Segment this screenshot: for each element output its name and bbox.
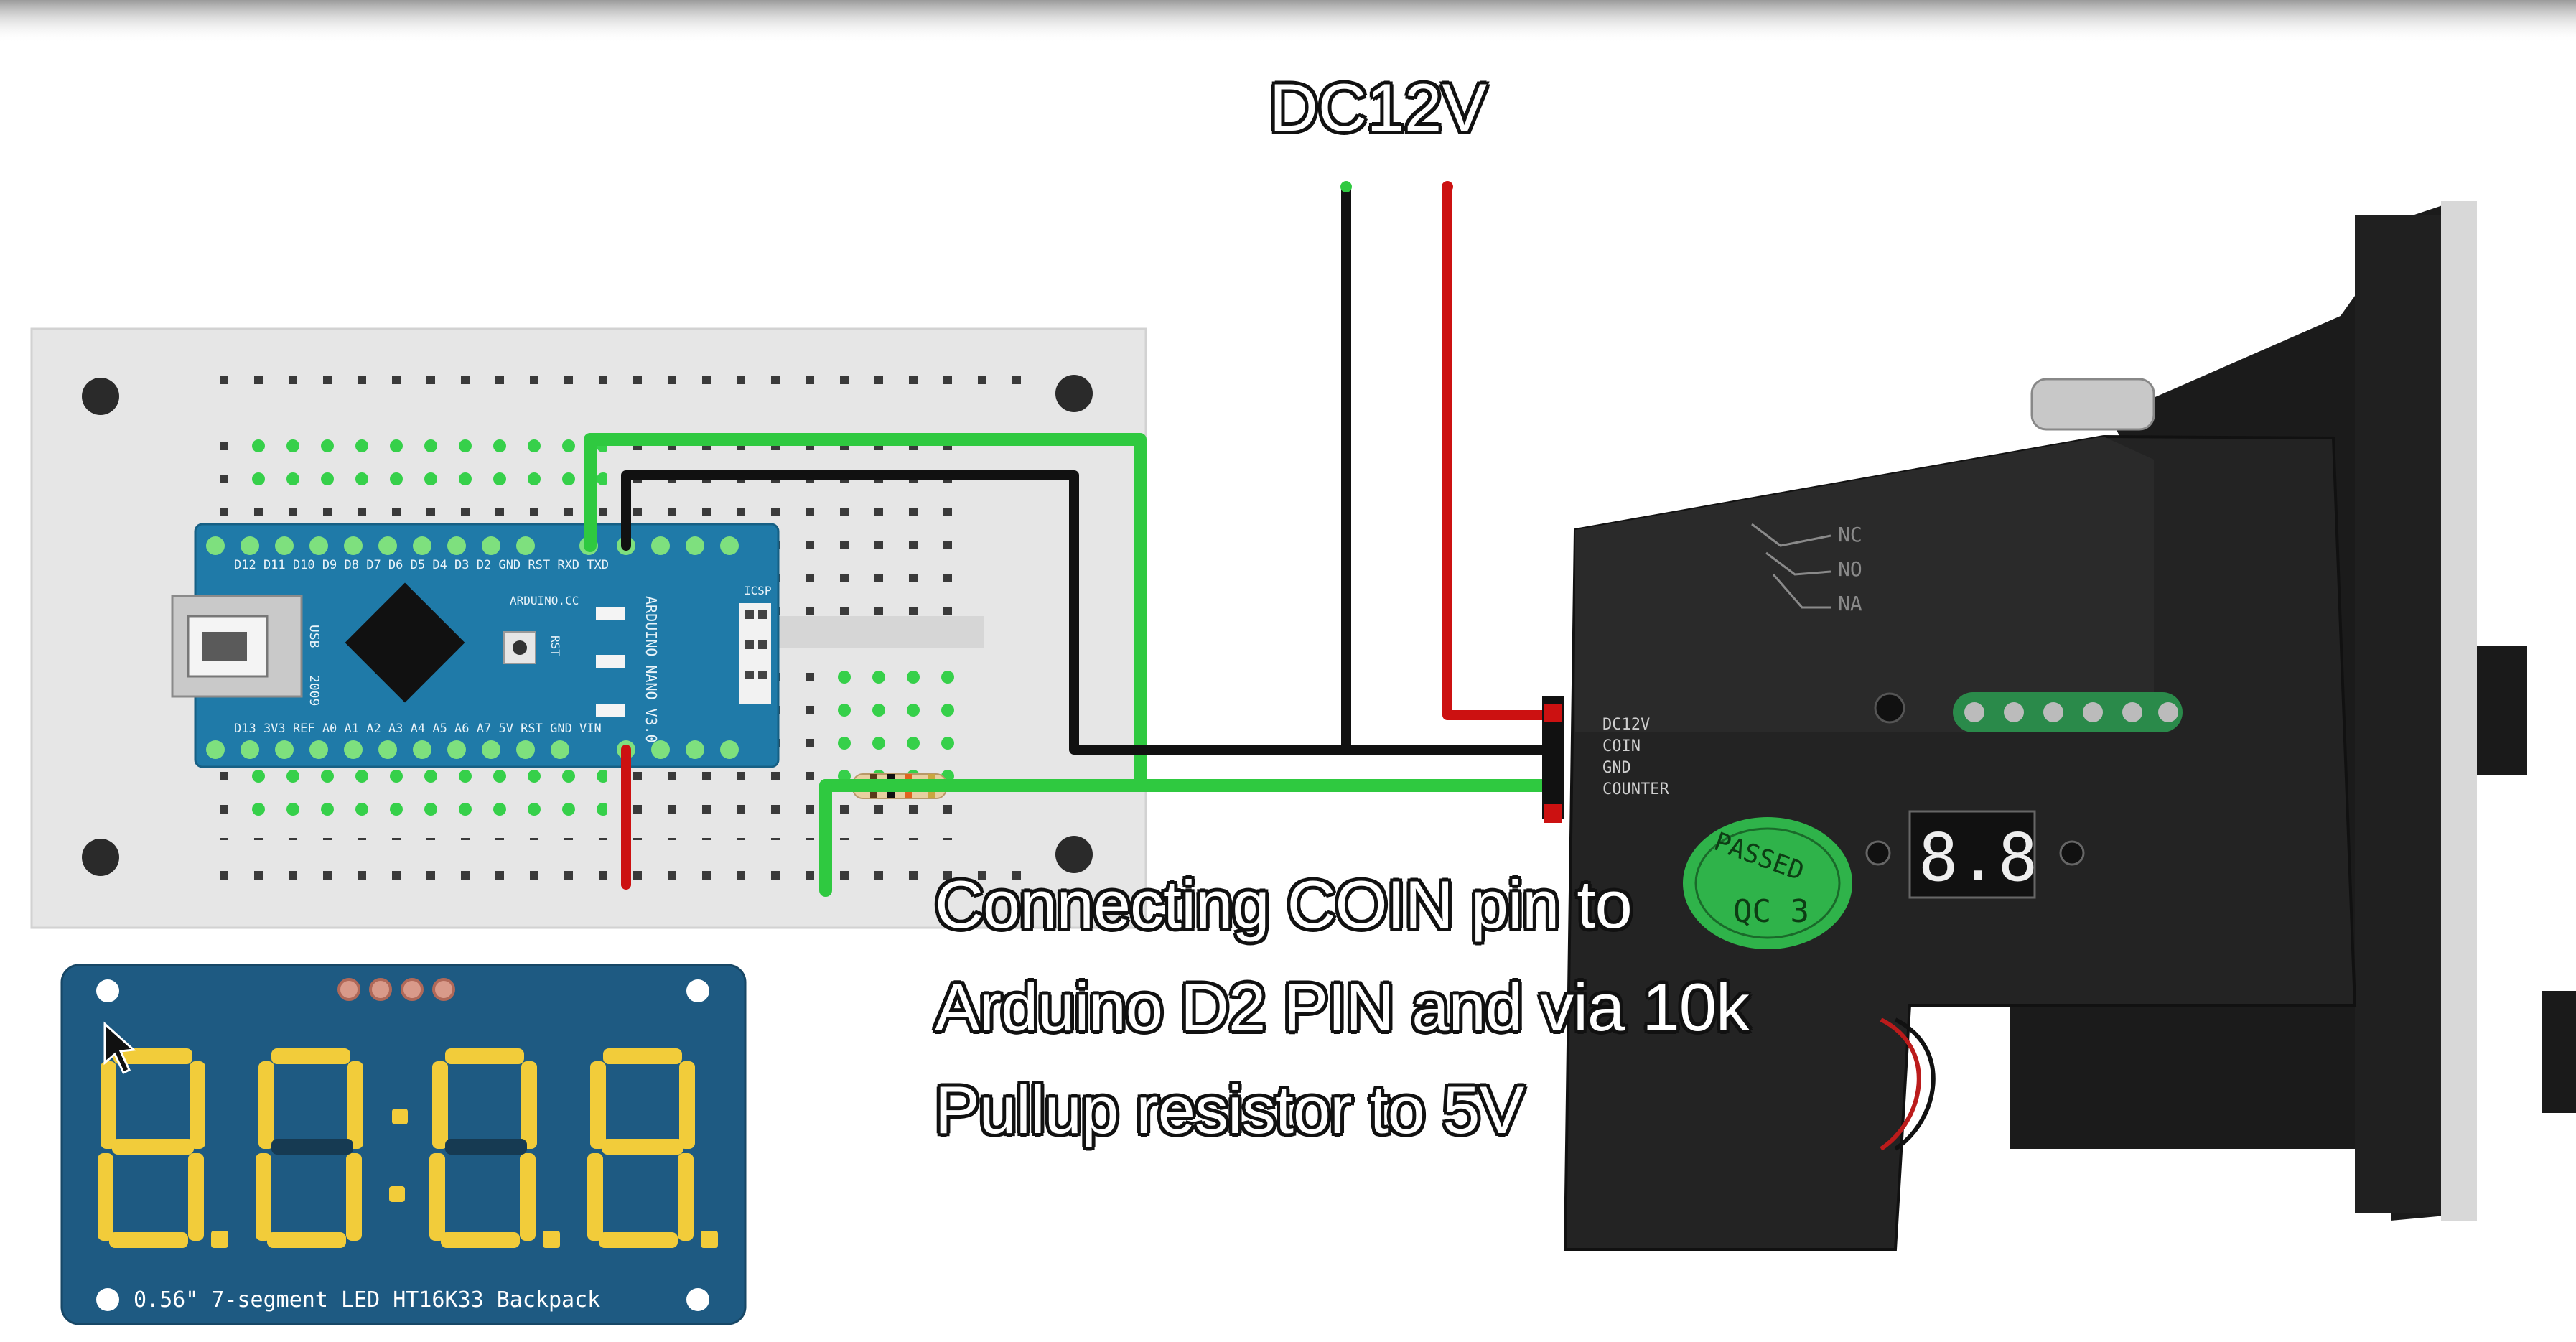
mount-hole <box>1055 836 1093 873</box>
usb-label: USB <box>307 625 322 648</box>
front-bezel <box>2441 201 2477 1221</box>
power-rail-bottom <box>200 867 1032 900</box>
pin-label-gnd: GND <box>1602 759 1631 777</box>
pin-label-coin: COIN <box>1602 737 1641 755</box>
wire-end <box>1442 181 1453 192</box>
board-text: ARDUINO.CC <box>510 594 579 607</box>
caption-line-1: Connecting COIN pin to <box>935 867 1633 942</box>
wire-dc12v <box>1442 182 1557 720</box>
acceptor-display <box>1908 810 2036 899</box>
qc-sticker-bottom: QC 3 <box>1733 893 1809 930</box>
bottom-pin-labels: D13 3V3 REF A0 A1 A2 A3 A4 A5 A6 A7 5V R… <box>234 722 602 736</box>
rst-label: RST <box>549 635 562 656</box>
icsp-label: ICSP <box>744 584 772 597</box>
led-display-module: 0.56" 7-segment LED HT16K33 Backpack <box>60 964 747 1325</box>
power-label: DC12V <box>1269 70 1488 145</box>
display-module-label: 0.56" 7-segment LED HT16K33 Backpack <box>134 1287 600 1313</box>
pin-label-counter: COUNTER <box>1602 780 1669 798</box>
nano-label: ARDUINO NANO V3.0 <box>643 596 660 743</box>
switch-label-no: NO <box>1838 557 1862 581</box>
coil <box>2030 378 2155 431</box>
segment-digits <box>98 1048 718 1248</box>
connected-holes <box>234 428 607 494</box>
connected-holes <box>818 661 962 793</box>
power-rail-top <box>200 359 1032 392</box>
qc-sticker <box>1683 817 1852 949</box>
pin-label-dc12v: DC12V <box>1602 716 1650 734</box>
mcu-chip <box>345 582 465 703</box>
wire-gnd <box>621 470 1557 755</box>
coin-acceptor: DC12V COIN GND COUNTER NC NO NA 8.8 PASS… <box>1542 201 2576 1251</box>
wires <box>584 182 1559 897</box>
caption-line-3: Pullup resistor to 5V <box>935 1072 1524 1147</box>
wire-end <box>1340 181 1352 192</box>
mount-hole <box>1055 375 1093 412</box>
acceptor-digits: 8.8 <box>1918 819 2038 896</box>
cursor-icon <box>103 1021 136 1075</box>
icsp-header <box>739 603 771 704</box>
adjust-knob <box>1874 692 1905 724</box>
year-label: 2009 <box>307 675 322 706</box>
center-channel <box>747 616 984 648</box>
wire-coin-d2 <box>584 433 1147 789</box>
header-pins <box>1953 692 2183 732</box>
switch-label-na: NA <box>1838 592 1862 615</box>
arduino-nano: D12 D11 D10 D9 D8 D7 D6 D5 D4 D3 D2 GND … <box>171 523 780 768</box>
top-shadow <box>0 0 2576 43</box>
mount-hole <box>82 839 119 876</box>
annotation-caption: Connecting COIN pin to Arduino D2 PIN an… <box>935 853 1868 1161</box>
top-pin-labels: D12 D11 D10 D9 D8 D7 D6 D5 D4 D3 D2 GND … <box>234 558 609 572</box>
caption-line-2: Arduino D2 PIN and via 10k <box>935 969 1750 1045</box>
switch-label-nc: NC <box>1838 523 1862 546</box>
mount-hole <box>82 378 119 415</box>
